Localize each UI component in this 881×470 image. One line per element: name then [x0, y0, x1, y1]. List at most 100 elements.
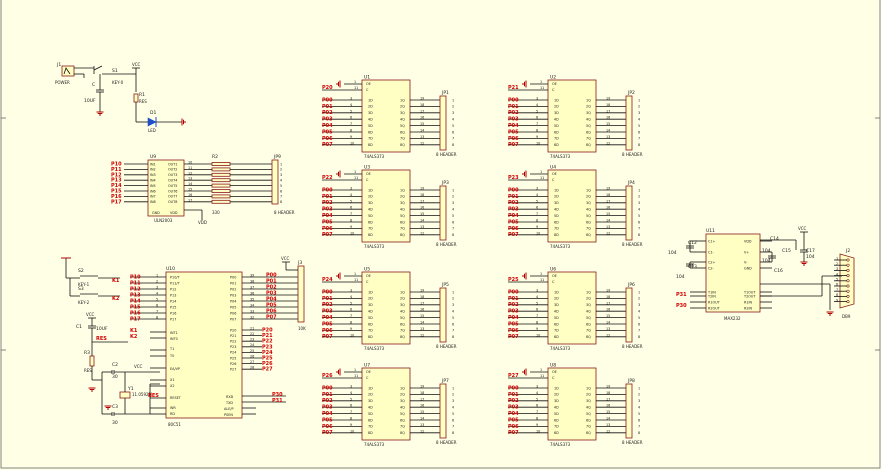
latch-header[interactable] — [439, 95, 447, 151]
latch-header[interactable] — [439, 383, 447, 439]
mcu-left-net: P12 — [130, 286, 141, 292]
latch-chip[interactable] — [547, 367, 597, 441]
latch-data-pin-number: 5 — [350, 199, 352, 203]
mcu-resistor-pack[interactable] — [297, 265, 305, 323]
latch-chip[interactable] — [361, 169, 411, 243]
power-resistor[interactable] — [133, 93, 139, 103]
led-diode[interactable] — [147, 117, 157, 127]
latch-q-pin-number: 18 — [420, 295, 424, 299]
latch-chip[interactable] — [547, 169, 597, 243]
latch-chip[interactable] — [547, 271, 597, 345]
latch-q-pin-number: 17 — [606, 109, 610, 113]
mcu-port2-pin-number: 27 — [250, 360, 254, 364]
header-pin-number: 2 — [638, 195, 640, 199]
latch-q-pin: 3Q — [400, 111, 405, 115]
latch-header[interactable] — [625, 95, 633, 151]
latch-q-pin: 2Q — [586, 195, 591, 199]
mcu-port2-net: P27 — [262, 367, 273, 373]
header-pin-number: 1 — [452, 290, 454, 294]
latch-enable-net: P21 — [508, 85, 519, 91]
latch-header-ref: JP7 — [441, 378, 449, 384]
latch-data-pin-number: 10 — [536, 333, 540, 337]
db9-pin-number: 3 — [836, 267, 838, 271]
uln-resistor[interactable] — [211, 172, 231, 177]
latch-chip[interactable] — [361, 367, 411, 441]
mcu-ref: U10 — [166, 266, 175, 272]
latch-enable-pin-number: 11 — [354, 86, 358, 90]
uln-resistor[interactable] — [211, 162, 231, 166]
latch-q-pin: 7Q — [586, 329, 591, 333]
mcu-reset: RESET — [170, 396, 182, 400]
uln-resistor[interactable] — [211, 178, 231, 183]
latch-data-net: P06 — [322, 136, 333, 142]
mcu-left-pin: P10/T — [170, 275, 181, 279]
uln-resistor[interactable] — [211, 199, 231, 204]
uln-res-value: 330 — [212, 210, 220, 215]
mcu-port2-net: P20 — [262, 328, 273, 334]
latch-d-pin: 8D — [554, 143, 559, 147]
header-pin-number: 6 — [452, 220, 454, 224]
max232-left-pin: T1IN — [707, 290, 716, 294]
mcu-chip[interactable] — [165, 271, 243, 419]
uln-resistor[interactable] — [211, 167, 231, 172]
crystal[interactable] — [119, 391, 131, 399]
latch-q-pin: 5Q — [586, 412, 591, 416]
header-pin-number: 2 — [638, 105, 640, 109]
latch-q-pin: 8Q — [400, 233, 405, 237]
max232-chip[interactable] — [705, 233, 761, 313]
latch-q-pin: 6Q — [586, 130, 591, 134]
latch-d-pin: 2D — [554, 393, 559, 397]
latch-q-pin-number: 13 — [606, 423, 610, 427]
latch-ref: U4 — [550, 165, 556, 171]
latch-d-pin: 4D — [368, 118, 373, 122]
latch-data-pin-number: 10 — [350, 231, 354, 235]
latch-data-net: P02 — [508, 110, 519, 116]
latch-chip[interactable] — [361, 79, 411, 153]
latch-data-pin-number: 8 — [350, 129, 352, 133]
latch-q-pin: 8Q — [400, 143, 405, 147]
latch-enable-net: P22 — [322, 175, 333, 181]
uln-resistor[interactable] — [211, 194, 231, 199]
uln-header[interactable] — [271, 159, 279, 205]
latch-q-pin: 1Q — [586, 188, 591, 192]
latch-chip[interactable] — [547, 79, 597, 153]
mcu-t1: T1 — [169, 347, 174, 351]
latch-c-pin: C — [366, 88, 369, 92]
latch-data-pin-number: 4 — [350, 103, 352, 107]
latch-d-pin: 2D — [368, 297, 373, 301]
power-cap-ref: C — [92, 82, 95, 88]
mcu-port0-net: P07 — [266, 315, 277, 321]
mcu-port2-net: P22 — [262, 339, 273, 345]
reset-resistor[interactable] — [89, 355, 95, 367]
header-pin-number: 7 — [452, 329, 454, 333]
uln-header-pin-number: 8 — [280, 200, 282, 204]
header-pin-number: 1 — [452, 386, 454, 390]
uln-input-net: P11 — [111, 167, 122, 173]
crystal-cap1-ref: C2 — [112, 362, 118, 368]
header-pin-number: 6 — [638, 322, 640, 326]
latch-enable-net: P27 — [508, 373, 519, 379]
latch-part: 74ALS373 — [550, 244, 571, 249]
latch-q-pin-number: 19 — [420, 289, 424, 293]
latch-data-pin-number: 5 — [536, 397, 538, 401]
latch-header[interactable] — [625, 287, 633, 343]
latch-data-pin-number: 6 — [350, 308, 352, 312]
uln2003-chip[interactable] — [147, 159, 185, 217]
latch-c-pin: C — [552, 280, 555, 284]
latch-d-pin: 3D — [368, 201, 373, 205]
latch-header[interactable] — [625, 185, 633, 241]
latch-d-pin: 1D — [554, 188, 559, 192]
latch-chip[interactable] — [361, 271, 411, 345]
uln-resistor[interactable] — [211, 183, 231, 188]
mcu-left-pin: P13 — [170, 293, 176, 297]
latch-q-pin-number: 18 — [606, 193, 610, 197]
latch-header[interactable] — [439, 185, 447, 241]
latch-header[interactable] — [439, 287, 447, 343]
latch-q-pin-number: 15 — [606, 410, 610, 414]
uln-resistor[interactable] — [211, 189, 231, 193]
latch-data-net: P00 — [508, 187, 519, 193]
latch-data-pin-number: 6 — [536, 116, 538, 120]
uln-header-pin-number: 1 — [280, 162, 282, 166]
latch-data-net: P03 — [508, 207, 519, 213]
latch-header[interactable] — [625, 383, 633, 439]
